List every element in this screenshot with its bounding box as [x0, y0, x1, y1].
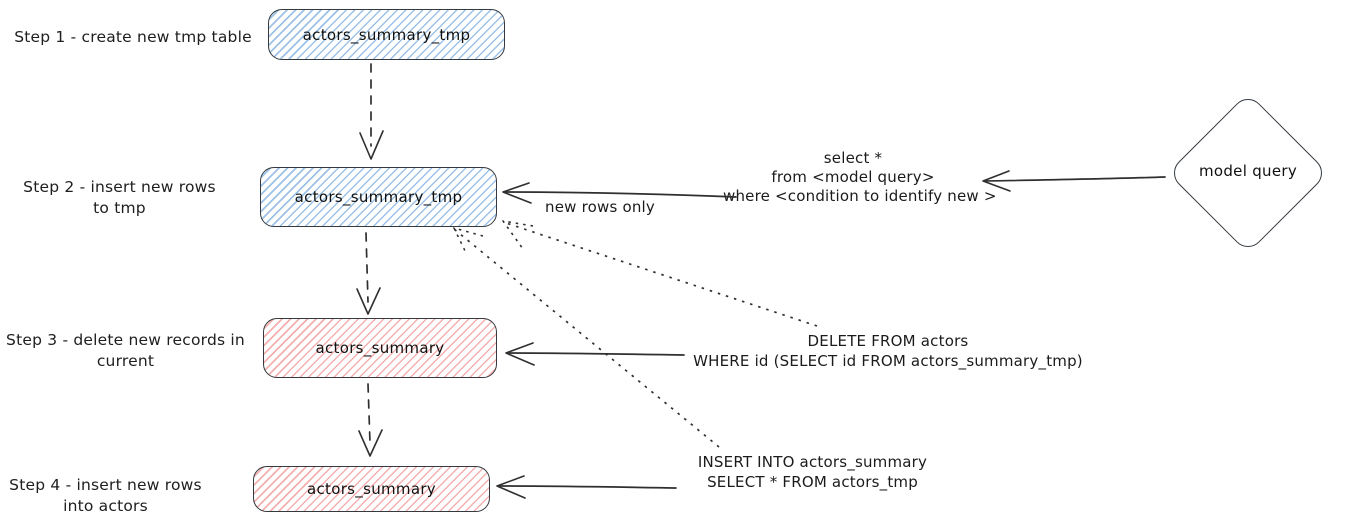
step3-node-label: actors_summary [315, 339, 445, 357]
dotted-arrow-delete-to-tmp-head [502, 220, 534, 250]
arrow-insert-to-step4 [497, 485, 677, 489]
step2-node-label: actors_summary_tmp [294, 188, 463, 206]
insert-query-line1: INSERT INTO actors_summary [697, 453, 928, 471]
insert-query-line2: SELECT * FROM actors_tmp [707, 473, 918, 491]
step1-caption-line1: Step 1 - create new tmp table [14, 28, 252, 46]
delete-query-line2: WHERE id (SELECT id FROM actors_summary_… [693, 352, 1083, 370]
model-query-label: model query [1198, 162, 1298, 180]
step3-caption-line2: current [96, 352, 155, 370]
step4-caption: Step 4 - insert new rows into actors [3, 475, 208, 517]
select-query-line2: from <model query> [771, 168, 935, 186]
select-query-line3: where <condition to identify new > [723, 187, 997, 205]
arrow-step3-to-step4-head [358, 429, 383, 457]
step2-caption: Step 2 - insert new rows to tmp [12, 177, 227, 219]
delete-query-text: DELETE FROM actors WHERE id (SELECT id F… [673, 331, 1103, 371]
step1-node-label: actors_summary_tmp [302, 25, 471, 44]
delete-query-line1: DELETE FROM actors [807, 332, 969, 350]
step4-node-label: actors_summary [307, 480, 436, 498]
arrow-delete-to-step3-head [505, 342, 535, 366]
step3-caption-line1: Step 3 - delete new records in [6, 331, 245, 349]
step2-caption-line1: Step 2 - insert new rows [23, 178, 216, 196]
step2-caption-line2: to tmp [93, 199, 146, 217]
arrow-delete-to-step3 [506, 352, 685, 356]
step1-caption: Step 1 - create new tmp table [8, 27, 258, 48]
step4-node-actors-summary: actors_summary [253, 466, 490, 512]
insert-query-text: INSERT INTO actors_summary SELECT * FROM… [680, 452, 945, 492]
step4-caption-line2: into actors [63, 497, 148, 515]
dotted-arrow-delete-to-tmp [502, 221, 818, 327]
step4-caption-line1: Step 4 - insert new rows [9, 476, 202, 494]
arrow-step3-to-step4 [367, 383, 371, 444]
arrow-step2-to-step3-head [356, 287, 381, 315]
new-rows-only-label: new rows only [545, 198, 655, 216]
step3-node-actors-summary: actors_summary [263, 318, 497, 378]
arrow-insert-to-step4-head [496, 475, 526, 499]
step3-caption: Step 3 - delete new records in current [3, 330, 248, 372]
arrow-step1-to-step2-head [359, 130, 384, 160]
step2-node-actors-summary-tmp: actors_summary_tmp [260, 167, 497, 227]
select-query-line1: select * [823, 149, 883, 167]
dotted-arrow-insert-to-tmp-head [453, 227, 484, 256]
select-query-text: select * from <model query> where <condi… [723, 149, 997, 206]
step1-node-actors-summary-tmp: actors_summary_tmp [268, 9, 505, 60]
arrow-step2-to-step3 [365, 232, 369, 303]
arrow-model-query-to-select [984, 176, 1166, 182]
arrow-new-rows-to-step2 [503, 191, 737, 198]
